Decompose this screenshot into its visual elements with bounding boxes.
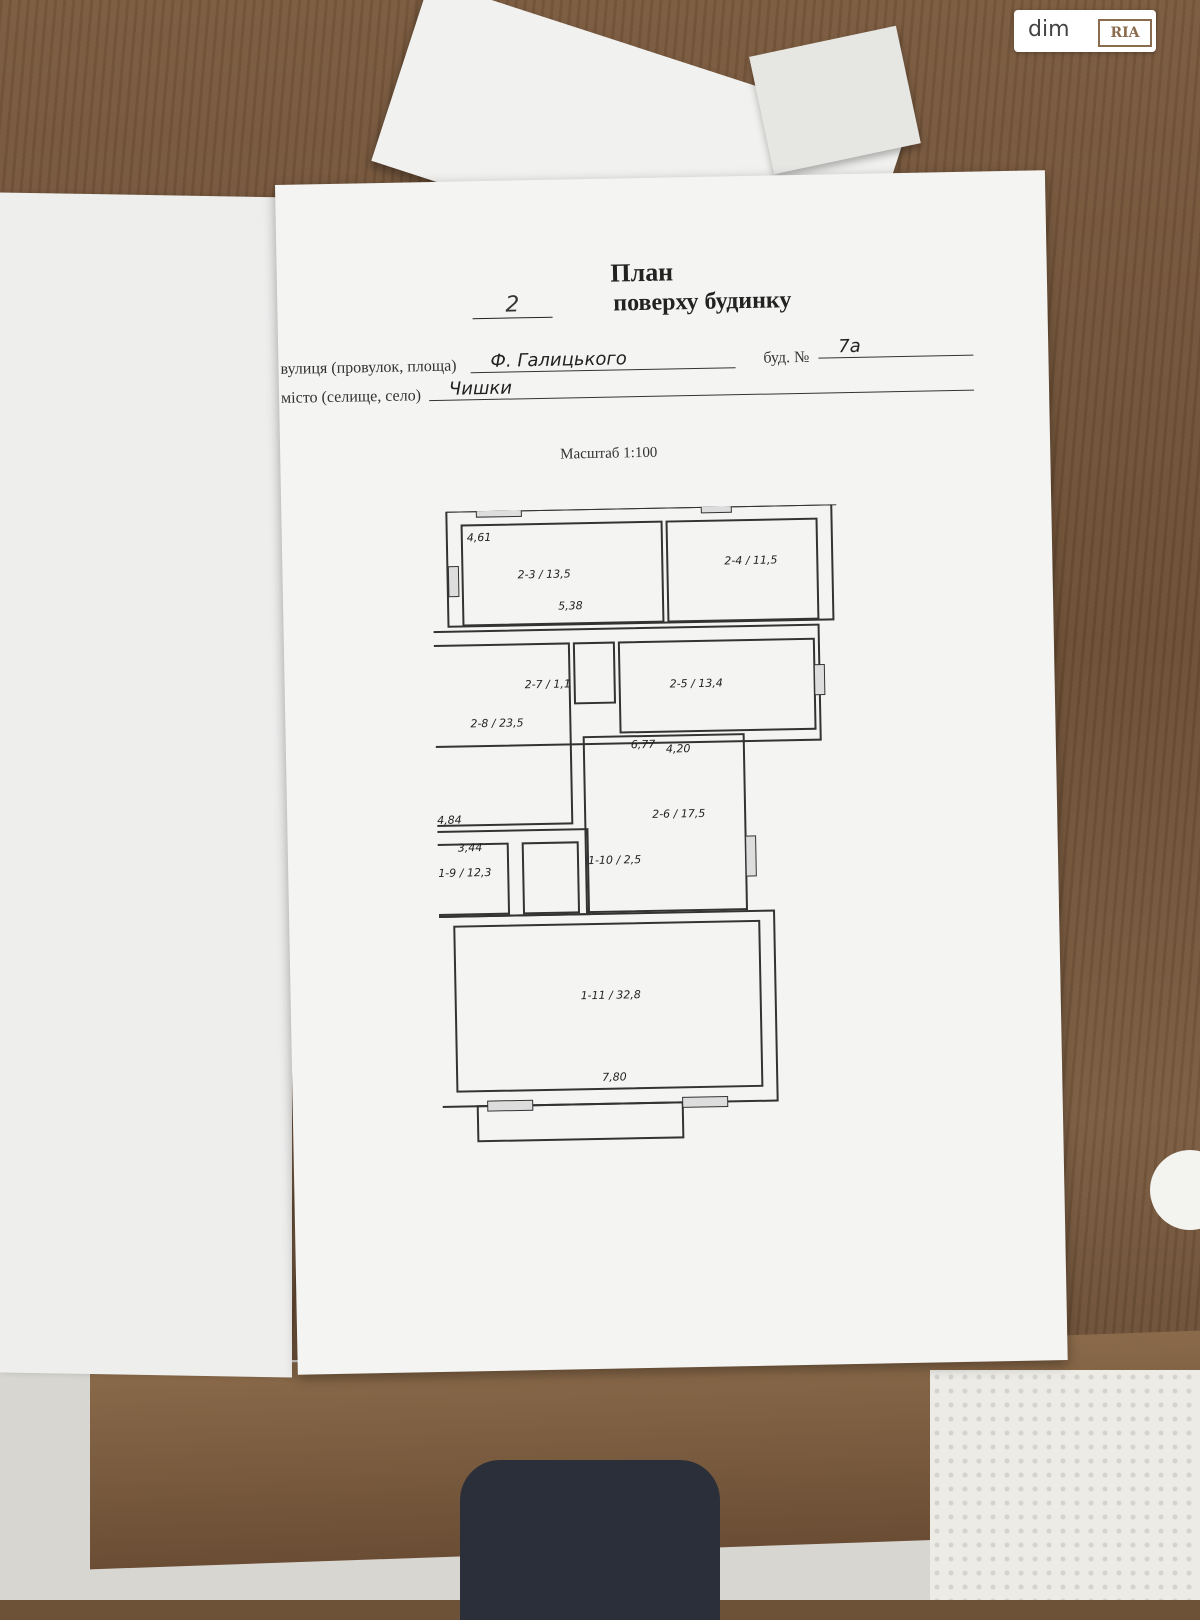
left-page: [0, 192, 292, 1378]
building-value: 7а: [818, 333, 974, 359]
watermark-dim: dim: [1028, 17, 1070, 42]
svg-text:3,44: 3,44: [458, 841, 483, 854]
scale-label: Масштаб 1:100: [560, 444, 658, 463]
room-label: 1-11 / 32,8: [580, 988, 640, 1002]
svg-text:4,20: 4,20: [666, 742, 691, 755]
dimria-watermark: dim RIA: [1014, 10, 1156, 52]
room-label: 1-9 / 12,3: [438, 866, 491, 880]
watermark-ria: RIA: [1098, 19, 1152, 47]
svg-text:5,38: 5,38: [558, 599, 583, 612]
room-label: 1-10 / 2,5: [588, 853, 641, 867]
room-label: 2-6 / 17,5: [652, 807, 705, 821]
room-label: 2-3 / 13,5: [517, 567, 570, 581]
svg-text:4,61: 4,61: [467, 531, 492, 544]
floor-plan-page: План 2 поверху будинку вулиця (провулок,…: [275, 170, 1068, 1375]
shoe: [460, 1460, 720, 1620]
svg-text:7,80: 7,80: [602, 1070, 627, 1083]
floor-plan-drawing: 2-3 / 13,5 2-4 / 11,5 2-7 / 1,1 2-8 / 23…: [431, 503, 837, 1143]
room-label: 2-5 / 13,4: [670, 676, 723, 690]
svg-text:6,77: 6,77: [631, 738, 656, 751]
city-value: Чишки: [428, 368, 975, 402]
city-label: місто (селище, село): [280, 387, 422, 407]
building-label: буд. №: [763, 348, 810, 367]
room-label: 2-4 / 11,5: [724, 553, 777, 567]
street-label: вулиця (провулок, площа): [280, 357, 457, 378]
street-value: Ф. Галицького: [470, 346, 736, 374]
svg-text:4,84: 4,84: [437, 814, 462, 827]
room-label: 2-8 / 23,5: [470, 716, 523, 730]
room-label: 2-7 / 1,1: [525, 677, 571, 691]
cloth: [930, 1370, 1200, 1600]
